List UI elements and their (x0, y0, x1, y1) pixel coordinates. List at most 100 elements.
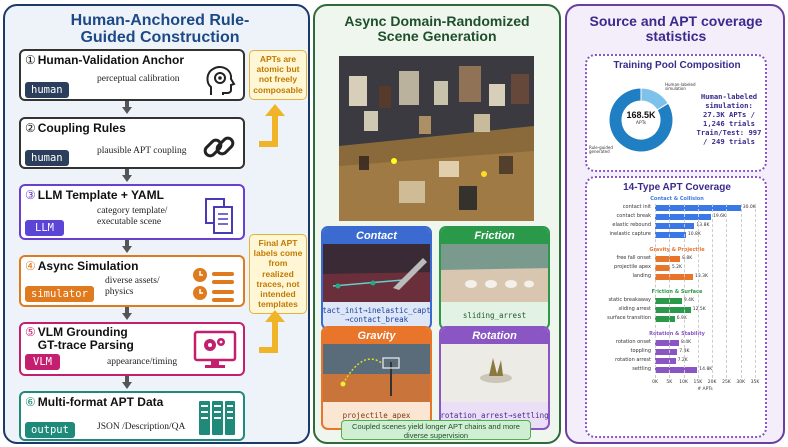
gridline (712, 204, 714, 378)
bar (655, 298, 682, 304)
x-tick-label: 5K (666, 380, 673, 385)
bar-value: 7.2K (677, 358, 688, 363)
bar-value: 19.6K (713, 214, 726, 219)
bar (655, 316, 675, 322)
apt-coverage-box: 14-Type APT Coverage Contact & Collision… (585, 176, 767, 438)
gridline (697, 204, 699, 378)
x-tick-label: 15K (693, 380, 703, 385)
x-tick-label: 35K (750, 380, 760, 385)
note-atomic-apts: APTs are atomic but not freely composabl… (249, 50, 307, 100)
friction-scene-image (441, 244, 548, 302)
bar-label: sliding arrest (618, 306, 652, 312)
bar (655, 367, 698, 373)
gridline (755, 204, 756, 378)
bar-value: 30.0K (742, 205, 756, 210)
left-panel: Human-Anchored Rule-Guided Construction … (3, 4, 310, 444)
bar (655, 349, 678, 355)
x-tick-label: 30K (736, 380, 746, 385)
step-title: Multi-format APT Data (37, 395, 164, 409)
pool-stats-text: Human-labeled simulation: 27.3K APTs / 1… (696, 92, 762, 146)
right-panel-title: Source and APT coverage statistics (589, 13, 763, 45)
flow-arrow (122, 169, 132, 182)
x-tick-label: 20K (707, 380, 717, 385)
contact-scene-image (323, 244, 430, 302)
x-axis-label: # APTs (697, 387, 713, 392)
simulator-tag: simulator (25, 286, 94, 302)
step-title: Async Simulation (37, 259, 139, 273)
step-desc: category template/ executable scene (97, 206, 168, 227)
bar (655, 307, 691, 313)
pie-center-value: 168.5K (626, 110, 656, 120)
bar-label: toppling (630, 348, 652, 354)
x-tick-label: 25K (722, 380, 731, 385)
head-gear-icon (206, 66, 236, 95)
yellow-arrow-icon (259, 310, 285, 353)
right-panel: Source and APT coverage statistics Train… (565, 4, 785, 444)
clock-list-icon (193, 268, 234, 302)
friction-caption: sliding_arrest (462, 310, 527, 320)
training-pool-box: Training Pool Composition 168.5K APTs Hu… (585, 54, 767, 172)
cell-header: Gravity (323, 328, 430, 344)
gridline (740, 204, 742, 378)
coupled-scenes-footer: Coupled scenes yield longer APT chains a… (341, 420, 531, 440)
bar-value: 8.8K (682, 256, 693, 261)
bar (655, 256, 681, 262)
step-title: LLM Template + YAML (37, 188, 164, 202)
bar-label: surface transition (607, 315, 651, 321)
main-scene-render (339, 56, 534, 221)
human-tag: human (25, 82, 69, 98)
pie-slice-rule (608, 87, 674, 153)
bar-value: 5.2K (671, 265, 682, 270)
bar-value: 14.8K (699, 367, 713, 372)
bar (655, 223, 695, 229)
bar-label: static breakaway (608, 297, 651, 303)
step-desc: perceptual calibration (97, 74, 180, 84)
middle-panel-title: Async Domain-Randomized Scene Generation (344, 13, 530, 45)
bar-label: rotation arrest (615, 357, 651, 363)
scene-cell-gravity: Gravity projectile_apex (321, 326, 432, 430)
gridline (669, 204, 671, 378)
group-label: Rotation & Stability (649, 331, 705, 337)
pie-center-label: APTs (635, 121, 647, 126)
flow-arrow (122, 376, 132, 389)
step-title: Human-Validation Anchor (37, 53, 184, 67)
flow-arrow (122, 101, 132, 114)
bar-label: projectile apex (614, 264, 651, 270)
bar-value: 6.9K (676, 316, 687, 321)
step-number: ⑤ (25, 325, 36, 339)
group-label: Friction & Surface (651, 289, 703, 295)
cell-header: Friction (441, 228, 548, 244)
rotation-caption: rotation_arrest→settling (440, 410, 549, 420)
yellow-arrow-icon (259, 104, 285, 147)
pool-title: Training Pool Composition (613, 60, 741, 71)
pool-donut-chart (608, 87, 674, 153)
documents-icon (205, 198, 233, 234)
step-number: ② (25, 121, 36, 135)
x-tick-label: 0K (652, 380, 658, 385)
bar-label: settling (632, 366, 651, 372)
step-title: VLM Grounding GT-trace Parsing (37, 325, 134, 353)
step-number: ① (25, 53, 36, 67)
step-desc: plausible APT coupling (97, 146, 187, 156)
scene-image (339, 56, 534, 221)
note-final-labels: Final APT labels come from realized trac… (249, 234, 307, 314)
bar-label: free fall onset (616, 255, 651, 261)
bar-value: 12.5K (692, 307, 706, 312)
contact-caption: contact_init→inelastic_capture →contact_… (322, 306, 431, 324)
gridline (726, 204, 728, 378)
vlm-tag: VLM (25, 354, 60, 370)
monitor-gears-icon (193, 330, 237, 368)
bar-value: 13.8K (696, 223, 710, 228)
scene-cell-contact: Contact contact_init→inelastic_capture →… (321, 226, 432, 330)
bar (655, 232, 686, 238)
bar (655, 274, 693, 280)
bar-value: 10.8K (687, 232, 701, 237)
scene-cell-rotation: Rotation rotation_arrest→settling (439, 326, 550, 430)
cell-header: Rotation (441, 328, 548, 344)
coverage-title: 14-Type APT Coverage (623, 182, 731, 193)
